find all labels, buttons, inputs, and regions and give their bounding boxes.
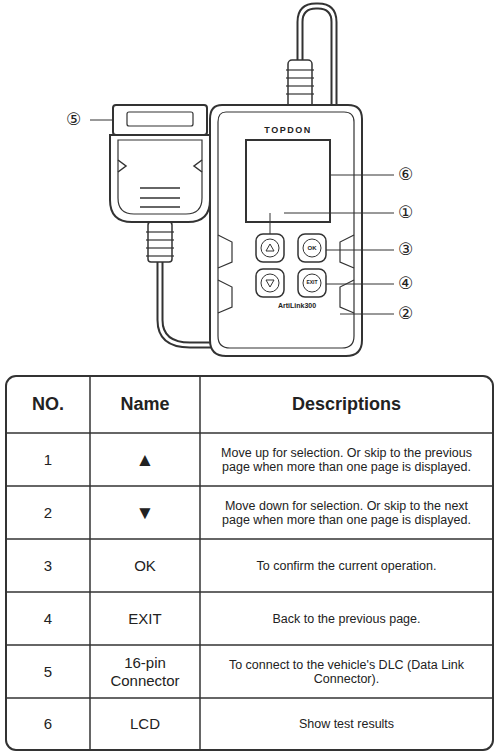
table-description: Move up for selection. Or skip to the pr… — [204, 435, 489, 484]
model-text: ArtiLink300 — [256, 301, 338, 312]
table-name: ▼ — [94, 488, 196, 537]
callout-number: ④ — [398, 272, 424, 296]
table-name: LCD — [94, 700, 196, 748]
table-number: 2 — [10, 488, 86, 537]
table-description: To confirm the current operation. — [204, 541, 489, 590]
table-name: 16-pin Connector — [94, 647, 196, 696]
table-number: 3 — [10, 541, 86, 590]
callout-number: ⑤ — [66, 108, 92, 132]
table-name: OK — [94, 541, 196, 590]
callout-number: ② — [398, 302, 424, 326]
button-text: OK — [301, 242, 323, 254]
callout-number: ① — [398, 201, 424, 225]
table-description: Back to the previous page. — [204, 594, 489, 643]
table-number: 4 — [10, 594, 86, 643]
table-name: ▲ — [94, 435, 196, 484]
table-number: 5 — [10, 647, 86, 696]
button-text: EXIT — [301, 277, 323, 289]
table-number: 6 — [10, 700, 86, 748]
callout-number: ③ — [398, 238, 424, 262]
brand-text: TOPDON — [250, 124, 326, 137]
table-name: EXIT — [94, 594, 196, 643]
table-number: 1 — [10, 435, 86, 484]
table-header: Descriptions — [204, 378, 489, 431]
table-description: Show test results — [204, 700, 489, 748]
table-description: Move down for selection. Or skip to the … — [204, 488, 489, 537]
callout-number: ⑥ — [398, 163, 424, 187]
table-header: Name — [94, 378, 196, 431]
table-header: NO. — [10, 378, 86, 431]
table-description: To connect to the vehicle's DLC (Data Li… — [204, 647, 489, 696]
